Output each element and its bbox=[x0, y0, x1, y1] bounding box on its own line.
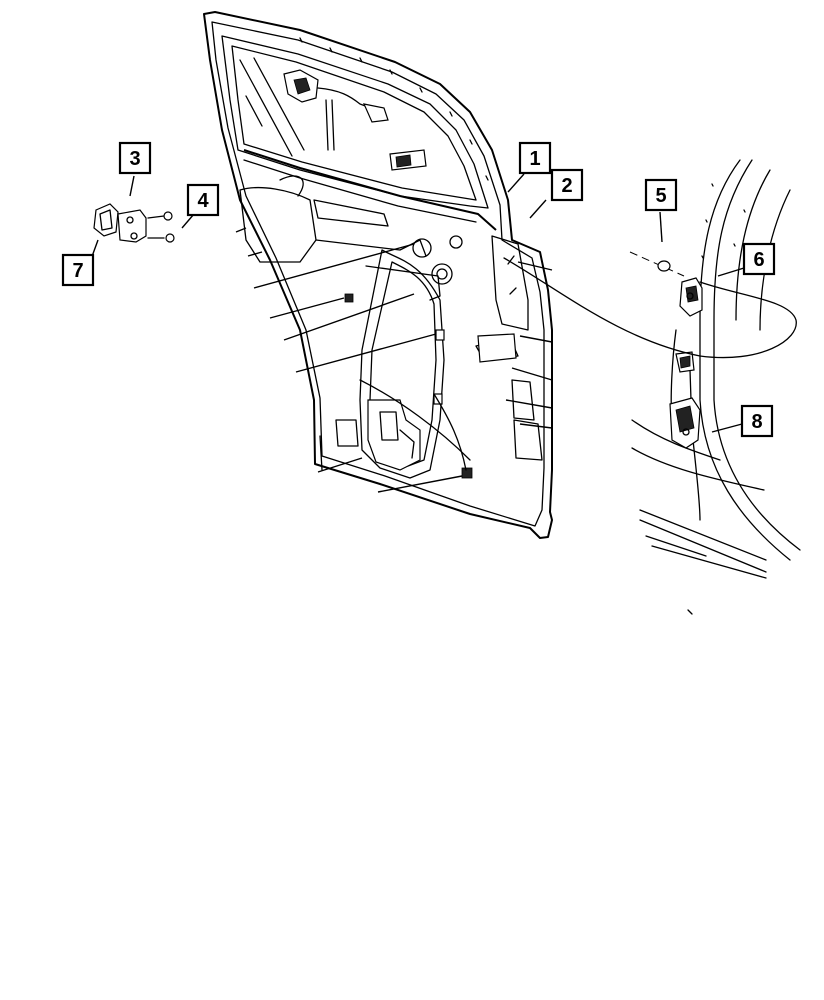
door-check-strap bbox=[93, 203, 175, 243]
svg-text:3: 3 bbox=[129, 148, 140, 170]
callout-3: 3 bbox=[118, 141, 152, 175]
callout-leaders bbox=[89, 173, 745, 433]
svg-text:5: 5 bbox=[655, 185, 666, 207]
callout-4: 4 bbox=[186, 183, 220, 217]
callout-8: 8 bbox=[740, 404, 774, 438]
door-shell bbox=[203, 11, 553, 539]
callout-7: 7 bbox=[61, 253, 95, 287]
callout-2: 2 bbox=[550, 168, 584, 202]
svg-text:6: 6 bbox=[753, 249, 764, 271]
b-pillar-section bbox=[503, 159, 801, 615]
door-leader-lines bbox=[235, 227, 553, 493]
svg-text:4: 4 bbox=[197, 190, 209, 212]
svg-text:8: 8 bbox=[751, 411, 762, 433]
svg-text:1: 1 bbox=[529, 148, 540, 170]
svg-text:7: 7 bbox=[72, 260, 83, 282]
svg-text:2: 2 bbox=[561, 175, 572, 197]
callout-5: 5 bbox=[644, 178, 678, 212]
callout-1: 1 bbox=[518, 141, 552, 175]
callout-6: 6 bbox=[742, 242, 776, 276]
